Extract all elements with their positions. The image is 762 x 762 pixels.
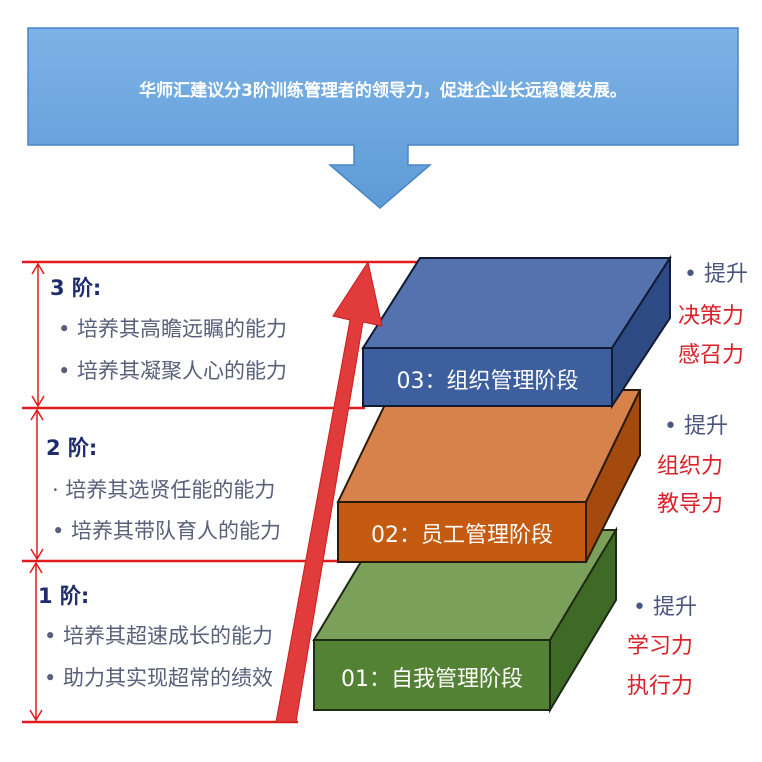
- banner-callout: [27, 27, 739, 209]
- stage-1-heading: 1 阶:: [38, 584, 90, 608]
- lift-3-item: 感召力: [678, 343, 745, 368]
- block-01-label: 01：自我管理阶段: [341, 667, 523, 692]
- lift-1-item: 执行力: [627, 674, 694, 699]
- lift-2-item: 教导力: [657, 492, 724, 517]
- stage-3-bullet: • 培养其高瞻远瞩的能力: [58, 317, 288, 341]
- lift-2-item: 组织力: [657, 454, 724, 479]
- growth-arrow: [275, 260, 383, 723]
- lift-1-prefix: • 提升: [633, 595, 697, 620]
- stage-1-bullet: • 助力其实现超常的绩效: [44, 666, 274, 690]
- block-03-shape: [361, 254, 672, 410]
- block-02-label: 02：员工管理阶段: [371, 523, 553, 548]
- lift-3-prefix: • 提升: [684, 262, 748, 287]
- block-03-label: 03：组织管理阶段: [396, 369, 579, 394]
- lift-2-prefix: • 提升: [664, 414, 728, 439]
- banner-text: 华师汇建议分3阶训练管理者的领导力，促进企业长远稳健发展。: [139, 81, 627, 101]
- stage-3-bullet: • 培养其凝聚人心的能力: [58, 359, 288, 383]
- level-lines: [22, 260, 422, 724]
- stage-1-bullet: • 培养其超速成长的能力: [44, 624, 274, 648]
- stage-2-heading: 2 阶:: [46, 436, 98, 460]
- stage-2-bullet: · 培养其选贤任能的能力: [52, 478, 276, 502]
- lift-1-item: 学习力: [627, 634, 694, 659]
- height-arrows: [29, 262, 45, 722]
- stage-3-heading: 3 阶:: [50, 276, 102, 300]
- block-02-shape: [336, 389, 642, 563]
- stage-2-bullet: • 培养其带队育人的能力: [52, 519, 282, 543]
- lift-3-item: 决策力: [678, 304, 745, 329]
